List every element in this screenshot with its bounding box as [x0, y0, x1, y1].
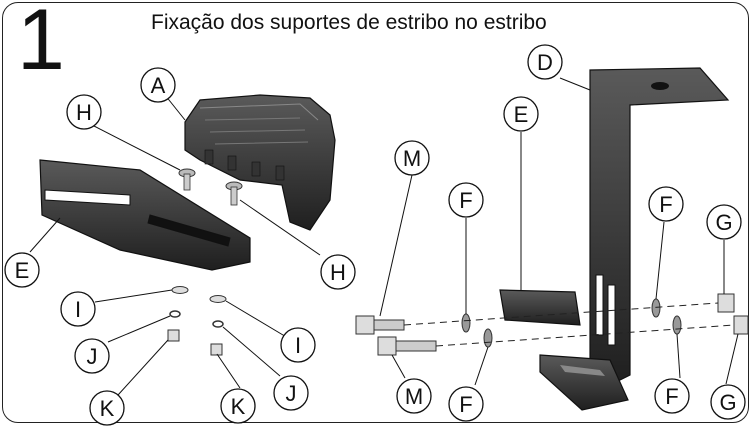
callout-i-right: I [280, 327, 316, 363]
callout-k-left: K [89, 390, 125, 426]
axis-line-bottom [435, 324, 735, 347]
callout-e-right: E [503, 96, 539, 132]
washer-f-top-left [461, 313, 471, 333]
svg-text:F: F [665, 384, 678, 409]
svg-text:M: M [403, 146, 421, 171]
callout-m-bottom: M [396, 378, 432, 414]
washer-i-right [209, 295, 227, 303]
instruction-panel: 1 Fixação dos suportes de estribo no est… [2, 2, 749, 423]
callout-h-bottom: H [320, 254, 356, 290]
lockwasher-j-left [169, 310, 181, 318]
nut-g-bottom [733, 315, 749, 335]
screw-h-left [178, 168, 196, 191]
svg-text:G: G [715, 210, 732, 235]
step-shell-part [184, 94, 336, 231]
svg-text:J: J [286, 381, 297, 406]
svg-text:F: F [659, 192, 672, 217]
callout-j-right: J [273, 375, 309, 411]
nut-k-right [210, 343, 223, 356]
svg-text:A: A [151, 73, 166, 98]
screw-h-right [225, 181, 243, 206]
washer-i-left [171, 286, 189, 294]
svg-text:J: J [87, 344, 98, 369]
callout-a: A [140, 67, 176, 103]
svg-text:M: M [405, 384, 423, 409]
svg-text:H: H [76, 100, 92, 125]
leader-lines [29, 77, 739, 396]
bolt-m-top [355, 315, 405, 335]
axis-line-top [403, 302, 719, 326]
callout-k-right: K [220, 388, 256, 424]
bolt-m-bottom [377, 336, 437, 356]
svg-text:F: F [459, 392, 472, 417]
svg-text:E: E [15, 258, 30, 283]
svg-text:D: D [537, 50, 553, 75]
callout-g-top: G [706, 204, 742, 240]
lockwasher-j-right [212, 320, 224, 328]
step-title: Fixação dos suportes de estribo no estri… [151, 11, 547, 34]
callout-j-left: J [74, 338, 110, 374]
svg-text:K: K [231, 394, 246, 419]
svg-text:F: F [459, 188, 472, 213]
step-number: 1 [17, 2, 65, 88]
svg-text:G: G [719, 390, 736, 415]
callout-m-top: M [394, 140, 430, 176]
bracket-e-right [499, 289, 629, 411]
svg-text:K: K [100, 396, 115, 421]
washer-f-bottom-left [483, 328, 493, 348]
washer-f-top-right [651, 298, 661, 318]
bracket-e-left [39, 159, 251, 271]
callout-h-top: H [66, 94, 102, 130]
callout-f-top-right: F [648, 186, 684, 222]
callout-i-left: I [60, 291, 96, 327]
svg-text:I: I [295, 333, 301, 358]
callout-e-left: E [4, 252, 40, 288]
nut-g-top [717, 293, 735, 313]
svg-text:H: H [330, 260, 346, 285]
washer-f-bottom-right [672, 315, 682, 335]
callout-f-top-left: F [448, 182, 484, 218]
svg-text:E: E [514, 102, 529, 127]
svg-text:I: I [75, 297, 81, 322]
callout-f-bottom-right: F [654, 378, 690, 414]
callout-d: D [527, 44, 563, 80]
callout-f-bottom-left: F [448, 386, 484, 422]
callout-g-bottom: G [710, 384, 746, 420]
nut-k-left [167, 329, 180, 342]
